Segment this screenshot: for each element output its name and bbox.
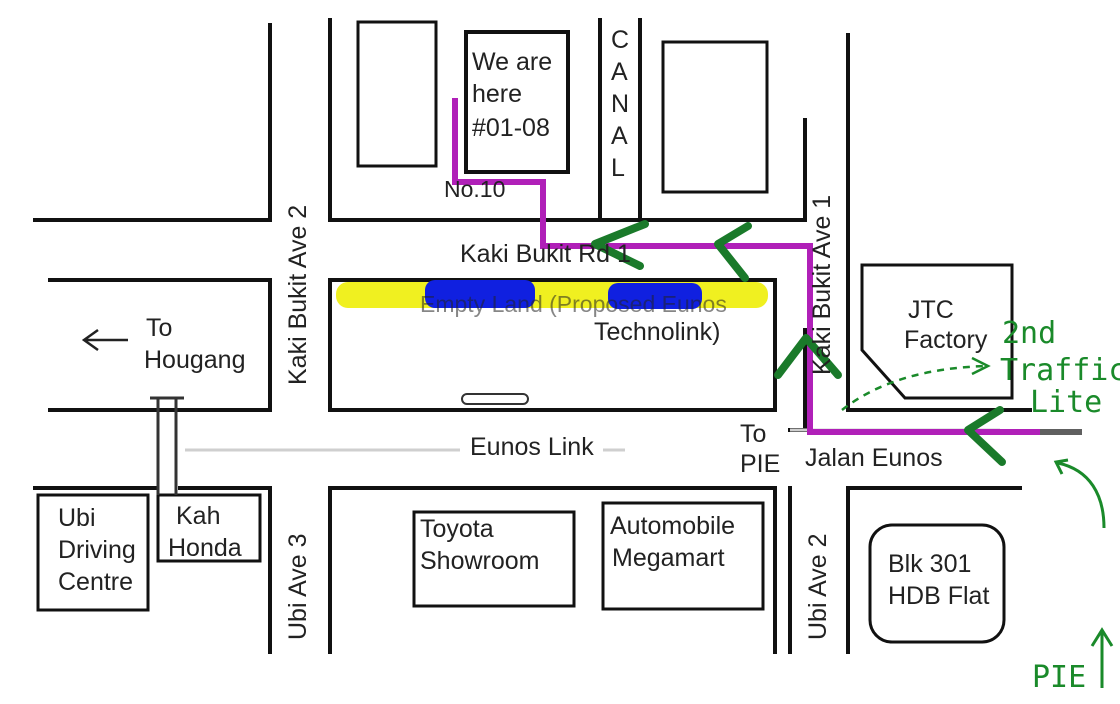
block-marker: [461, 393, 529, 405]
automobile-line1: Automobile: [610, 512, 735, 540]
svg-text:A: A: [611, 58, 628, 86]
traffic-light-pointer: [841, 364, 986, 411]
to-pie-line2: PIE: [740, 450, 780, 478]
pie-note: PIE: [1032, 660, 1086, 695]
we-are-here-line3: #01-08: [472, 114, 550, 142]
blk301-line2: HDB Flat: [888, 582, 989, 610]
toyota-line1: Toyota: [420, 515, 494, 543]
no10-label: No.10: [444, 176, 505, 202]
jalan-eunos-label: Jalan Eunos: [805, 444, 943, 472]
we-are-here-line1: We are: [472, 48, 552, 76]
building-block-a: [356, 20, 438, 168]
jtc-label-line1: JTC: [908, 296, 954, 324]
building-toyota-showroom: [412, 510, 576, 608]
building-ubi-driving-centre: [36, 493, 150, 612]
svg-text:A: A: [611, 122, 628, 150]
building-block-b: [661, 40, 769, 194]
buildings: [36, 20, 1014, 644]
to-hougang-line2: Hougang: [144, 346, 245, 374]
pie-curved-arrowhead: [1053, 458, 1069, 475]
pie-curved-arrow: [1057, 461, 1106, 529]
ubi-driving-line2: Driving: [58, 536, 136, 564]
jtc-label-line2: Factory: [904, 326, 988, 354]
ubi-ave2-label: Ubi Ave 2: [804, 533, 832, 640]
empty-land-label-line2: Technolink): [594, 318, 720, 346]
building-jtc-factory: [860, 263, 1014, 400]
building-blk301: [868, 523, 1006, 644]
to-pie-line1: To: [740, 420, 766, 448]
building-kah-honda: [156, 493, 262, 563]
traffic-light-note-line2: Traffic: [1000, 353, 1120, 388]
hougang-arrow-icon: [81, 328, 128, 352]
building-we-are-here: [464, 30, 570, 174]
kaki-bukit-ave2-label: Kaki Bukit Ave 2: [284, 205, 312, 385]
arrow-left-3: [964, 406, 1006, 466]
empty-land-label-line1: Empty Land (Proposed Eunos: [420, 291, 727, 317]
to-hougang-line1: To: [146, 314, 172, 342]
ubi-driving-line1: Ubi: [58, 504, 96, 532]
blk301-line1: Blk 301: [888, 550, 971, 578]
svg-text:C: C: [611, 26, 629, 54]
arrow-left-2: [714, 222, 752, 282]
arrow-up: [774, 334, 842, 379]
canal-label: C A N A L: [611, 26, 629, 182]
svg-text:L: L: [611, 154, 625, 182]
traffic-light-note-line3: Lite: [1030, 385, 1102, 420]
ubi-ave3-label: Ubi Ave 3: [284, 533, 312, 640]
traffic-light-note-line1: 2nd: [1002, 316, 1056, 351]
eunos-link-label: Eunos Link: [470, 433, 594, 461]
kah-honda-line2: Honda: [168, 534, 242, 562]
building-automobile-megamart: [601, 501, 765, 611]
svg-text:N: N: [611, 90, 629, 118]
automobile-line2: Megamart: [612, 544, 725, 572]
pie-up-arrow: [1090, 627, 1114, 688]
kaki-bukit-ave1-label: Kaki Bukit Ave 1: [808, 195, 836, 375]
traffic-light-arrowhead: [971, 356, 991, 376]
arrow-left-1: [591, 220, 649, 270]
overhead-bridge: [150, 396, 184, 495]
toyota-line2: Showroom: [420, 547, 540, 575]
ubi-driving-line3: Centre: [58, 568, 133, 596]
kah-honda-line1: Kah: [176, 502, 220, 530]
route-path: [452, 98, 1082, 435]
empty-land-highlight: [336, 280, 768, 309]
we-are-here-line2: here: [472, 80, 522, 108]
route-arrows: [591, 220, 1006, 466]
kaki-bukit-rd1-label: Kaki Bukit Rd 1: [460, 240, 631, 268]
